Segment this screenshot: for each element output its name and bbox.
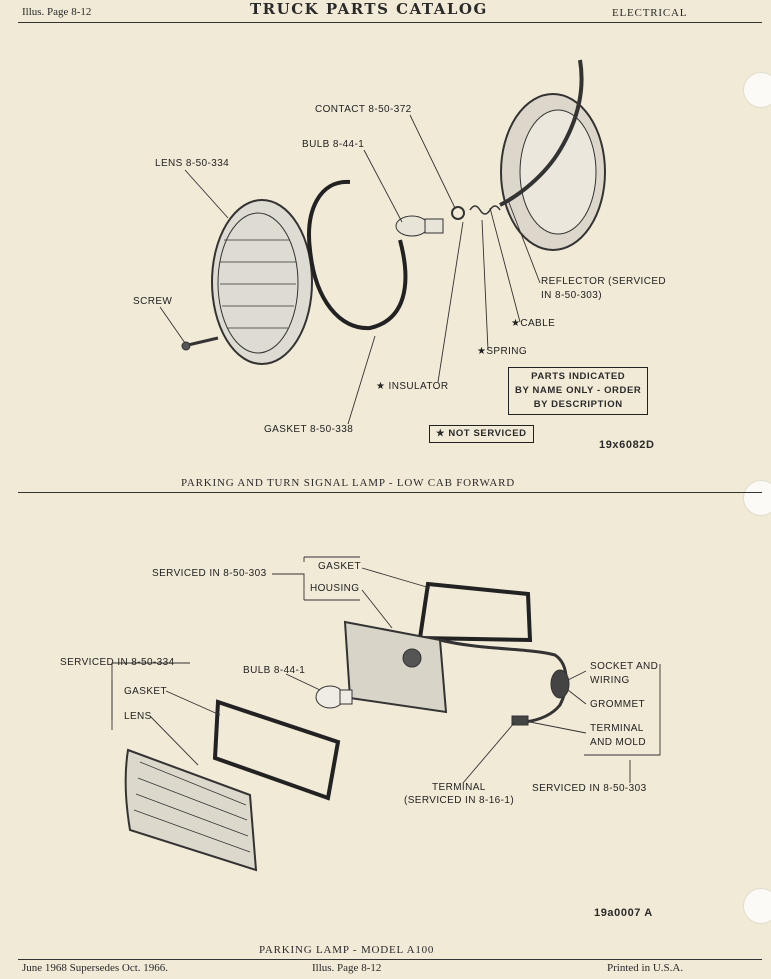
figure-divider-rule	[18, 492, 762, 493]
header-rule	[18, 22, 762, 23]
wiring-drawing	[439, 638, 570, 726]
label-socket-line1: SOCKET AND	[590, 661, 659, 672]
section-name: ELECTRICAL	[612, 7, 688, 19]
lens-drawing	[211, 199, 313, 365]
label-terminal-line1: TERMINAL	[432, 782, 486, 793]
parts-note-line1: PARTS INDICATED	[531, 371, 626, 382]
footer-date: June 1968 Supersedes Oct. 1966.	[22, 962, 169, 974]
label-contact: CONTACT 8-50-372	[315, 104, 412, 115]
label-gasket: GASKET 8-50-338	[264, 424, 354, 435]
figure2-caption: PARKING LAMP - MODEL A100	[259, 944, 435, 956]
drawing-number-2: 19a0007 A	[594, 907, 653, 919]
label-serviced-303-bottom: SERVICED IN 8-50-303	[532, 783, 647, 794]
figure1-caption: PARKING AND TURN SIGNAL LAMP - LOW CAB F…	[181, 477, 516, 489]
label-lens: LENS 8-50-334	[155, 158, 230, 169]
label-reflector-line2: IN 8-50-303)	[541, 290, 602, 301]
page-reference-header: Illus. Page 8-12	[22, 6, 92, 18]
parts-note-box: PARTS INDICATED BY NAME ONLY - ORDER BY …	[508, 367, 649, 415]
figure2-leader-lines	[111, 556, 661, 784]
catalog-title: TRUCK PARTS CATALOG	[250, 0, 488, 18]
punch-hole-top	[743, 72, 771, 108]
rear-gasket-drawing	[417, 581, 533, 643]
not-serviced-text: ★ NOT SERVICED	[436, 428, 527, 439]
label-serviced-334: SERVICED IN 8-50-334	[60, 657, 175, 668]
label-spring: ★SPRING	[477, 346, 528, 357]
figure1-leader-lines	[159, 114, 541, 425]
screw-drawing	[181, 336, 219, 351]
bulb2-drawing	[315, 685, 353, 709]
footer-printed: Printed in U.S.A.	[607, 962, 684, 974]
bulb-drawing	[395, 215, 444, 237]
housing-drawing	[343, 620, 448, 714]
not-serviced-box: ★ NOT SERVICED	[429, 425, 534, 443]
label-lens-2: LENS	[124, 711, 152, 722]
label-bulb: BULB 8-44-1	[302, 139, 365, 150]
contact-spring-drawing	[451, 205, 501, 220]
label-gasket-left: GASKET	[124, 686, 167, 697]
label-housing: HOUSING	[310, 583, 360, 594]
punch-hole-bottom	[743, 888, 771, 924]
footer-rule	[18, 959, 762, 960]
front-gasket-drawing	[212, 699, 341, 801]
label-serviced-303-top: SERVICED IN 8-50-303	[152, 568, 267, 579]
drawing-number-1: 19x6082D	[599, 439, 655, 451]
reflector-drawing	[499, 59, 606, 251]
label-terminal-mold-line1: TERMINAL	[590, 723, 644, 734]
parts-note-line3: BY DESCRIPTION	[533, 399, 623, 410]
lens2-drawing	[124, 748, 258, 872]
label-bulb-2: BULB 8-44-1	[243, 665, 306, 676]
label-insulator: ★ INSULATOR	[376, 381, 449, 392]
label-socket-line2: WIRING	[590, 675, 630, 686]
label-reflector-line1: REFLECTOR (SERVICED	[541, 276, 667, 287]
label-gasket-top: GASKET	[318, 561, 361, 572]
label-terminal-line2: (SERVICED IN 8-16-1)	[404, 795, 515, 806]
label-terminal-mold-line2: AND MOLD	[590, 737, 646, 748]
parts-note-line2: BY NAME ONLY - ORDER	[515, 385, 642, 396]
label-screw: SCREW	[133, 296, 173, 307]
label-grommet: GROMMET	[590, 699, 646, 710]
footer-page-reference: Illus. Page 8-12	[312, 962, 382, 974]
gasket-ring-drawing	[307, 179, 408, 331]
label-cable: ★CABLE	[511, 318, 556, 329]
punch-hole-middle	[743, 480, 771, 516]
